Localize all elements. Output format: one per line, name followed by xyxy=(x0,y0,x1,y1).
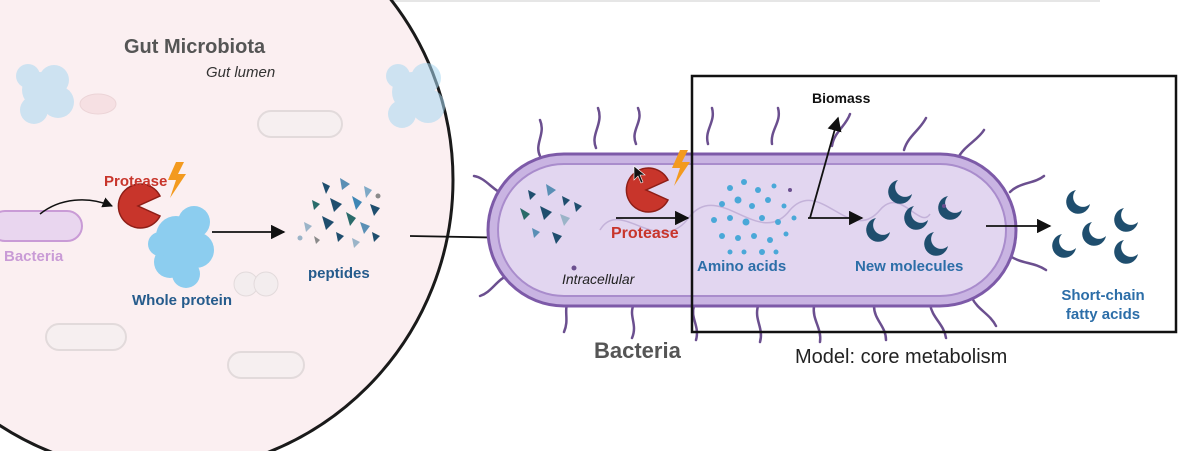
small-bacterium xyxy=(0,210,83,242)
bacteria-big-label: Bacteria xyxy=(594,338,681,363)
arrow-to-biomass xyxy=(809,116,842,219)
protease-cell-label: Protease xyxy=(611,225,679,242)
lumen-background xyxy=(16,63,445,379)
dna-squiggle xyxy=(599,199,931,233)
secretion-arrow xyxy=(39,197,113,215)
biomass-label: Biomass xyxy=(812,90,871,106)
new-molecules-icons xyxy=(866,180,962,256)
new-molecules-label: New molecules xyxy=(855,258,964,275)
amino-acids-label: Amino acids xyxy=(697,258,787,275)
intracellular-peptides xyxy=(520,184,582,271)
protease-lumen-icon xyxy=(117,183,162,229)
peptides-label: peptides xyxy=(308,265,370,282)
whole-protein-label: Whole protein xyxy=(132,292,232,309)
scfa-label: Short-chain fatty acids xyxy=(1061,287,1145,323)
amino-acid-dots xyxy=(711,179,797,255)
mouse-cursor-icon xyxy=(633,165,646,184)
core-metabolism-box xyxy=(690,74,1178,334)
gut-lumen-label: Gut lumen xyxy=(206,64,276,81)
bacterium-cytoplasm xyxy=(497,163,1007,297)
whole-protein-icon xyxy=(148,206,214,288)
scfa-icons xyxy=(1052,190,1138,264)
peptides-cluster xyxy=(297,178,381,248)
protease-lumen-label: Protease xyxy=(104,173,168,190)
lightning-icon xyxy=(168,162,186,198)
protease-cell-icon xyxy=(625,167,670,213)
intracellular-label: Intracellular xyxy=(562,271,635,287)
bacteria-small-label: Bacteria xyxy=(4,248,64,265)
model-caption: Model: core metabolism xyxy=(795,346,1008,368)
diagram-title: Gut Microbiota xyxy=(124,36,266,58)
lightning-icon-cell xyxy=(672,150,690,186)
